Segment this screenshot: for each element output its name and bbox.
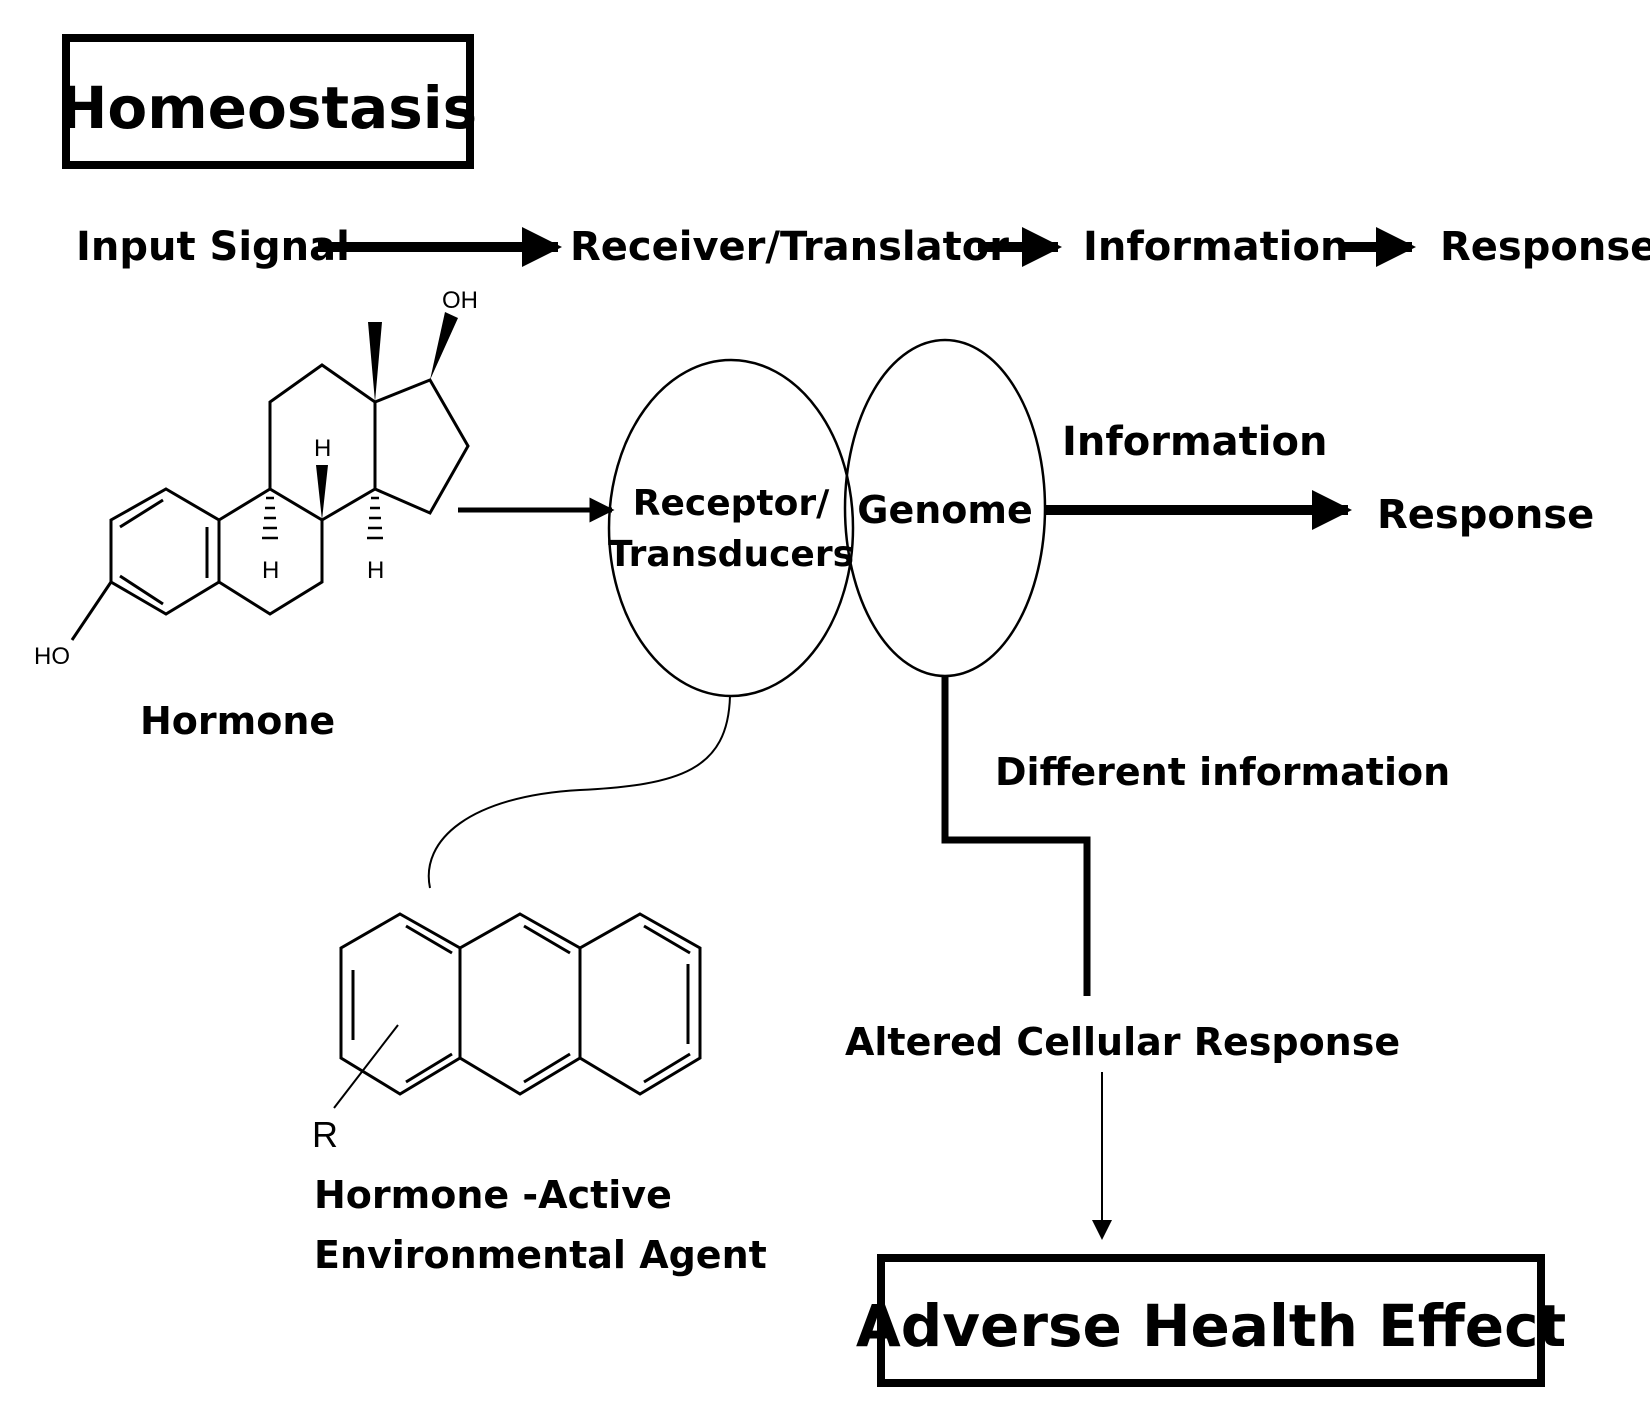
hormone-h-label-right: H	[367, 557, 384, 584]
different-information-label: Different information	[995, 750, 1450, 794]
agent-label-line1: Hormone -Active	[314, 1173, 672, 1217]
agent-structure	[333, 912, 702, 1109]
genome-response-label: Response	[1377, 492, 1594, 538]
agent-label-line2: Environmental Agent	[314, 1233, 767, 1277]
hormone-h-label-left: H	[262, 557, 279, 584]
adverse-effect-label: Adverse Health Effect	[856, 1292, 1566, 1360]
hormone-h-label-top: H	[314, 435, 331, 462]
genome-label: Genome	[857, 488, 1033, 532]
pathway-response: Response	[1440, 224, 1650, 270]
receptor-label-line2: Transducers	[608, 534, 854, 575]
pathway-row: Input Signal Receiver/Translator Informa…	[76, 224, 1650, 270]
hormone-oh-label: OH	[442, 287, 478, 314]
hormone-structure	[70, 312, 470, 641]
receptor-node: Receptor/ Transducers	[607, 358, 855, 698]
adverse-effect-box: Adverse Health Effect	[856, 1254, 1566, 1387]
hormone-label: Hormone	[140, 699, 335, 743]
pathway-receiver-translator: Receiver/Translator	[570, 224, 1009, 270]
hormone-ho-label: HO	[34, 643, 70, 670]
receptor-label-line1: Receptor/	[633, 483, 830, 524]
receptor-agent-connector	[427, 695, 731, 889]
pathway-information: Information	[1083, 224, 1348, 270]
agent-r-label: R	[312, 1114, 338, 1155]
altered-response-label: Altered Cellular Response	[845, 1020, 1400, 1064]
pathway-input-signal: Input Signal	[76, 224, 350, 270]
title-box: Homeostasis	[59, 34, 477, 169]
different-information-path	[941, 676, 1091, 996]
title-homeostasis: Homeostasis	[59, 74, 477, 142]
genome-node: Genome	[843, 338, 1047, 678]
genome-information-label: Information	[1062, 419, 1327, 465]
